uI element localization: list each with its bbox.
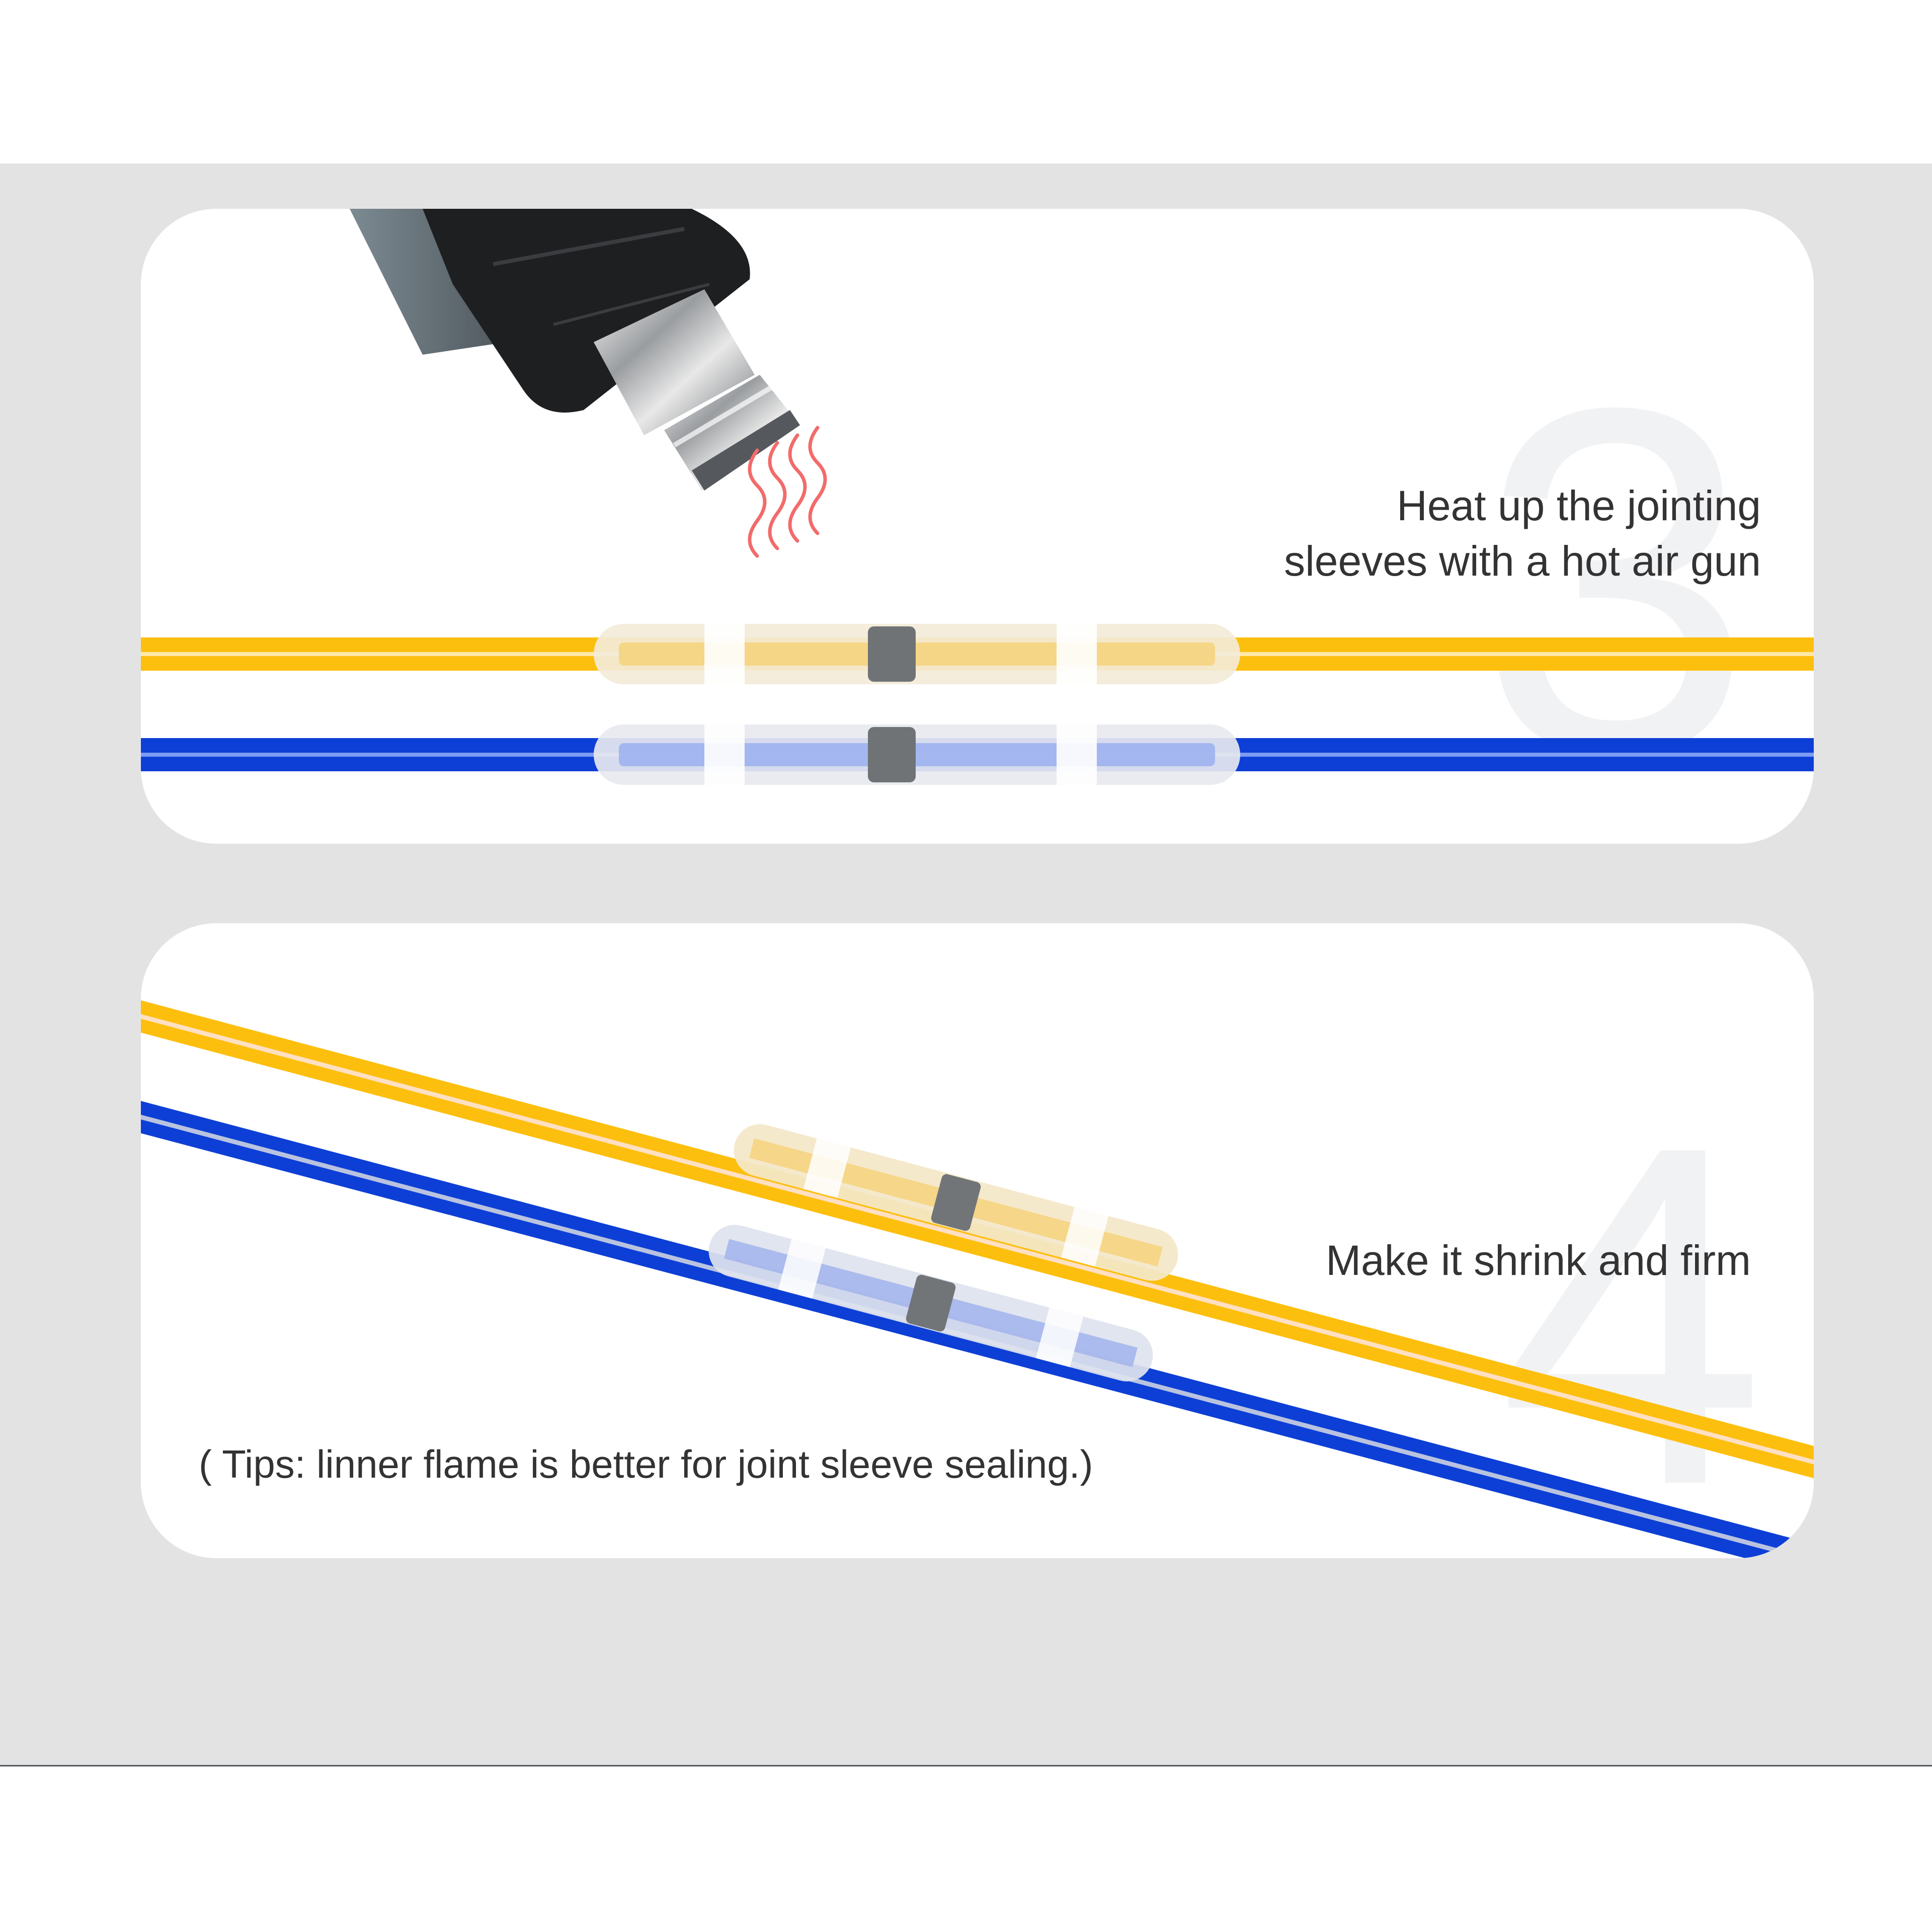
hot-air-gun-icon <box>350 209 800 491</box>
step-4-illustration <box>141 1000 1814 1558</box>
step-3-illustration <box>141 209 1814 785</box>
joint-sleeve-icon <box>594 624 1240 684</box>
step-caption: Heat up the jointing sleeves with a hot … <box>1157 478 1761 589</box>
joint-sleeve-icon <box>708 1225 1153 1382</box>
tip-text: ( Tips: linner flame is better for joint… <box>199 1442 1093 1486</box>
step-caption-line-1: Heat up the jointing <box>1397 482 1761 529</box>
heat-waves-icon <box>748 426 827 558</box>
step-caption-line-2: sleeves with a hot air gun <box>1284 537 1761 585</box>
bottom-divider <box>0 1765 1932 1766</box>
step-4-card: 4 Make it shrink and firm ( T <box>141 923 1814 1558</box>
yellow-wire <box>141 1000 1814 1479</box>
joint-sleeve-icon <box>734 1124 1178 1281</box>
step-caption: Make it shrink and firm <box>1326 1237 1751 1284</box>
step-3-card: 3 <box>141 209 1814 844</box>
joint-sleeve-icon <box>594 725 1240 785</box>
